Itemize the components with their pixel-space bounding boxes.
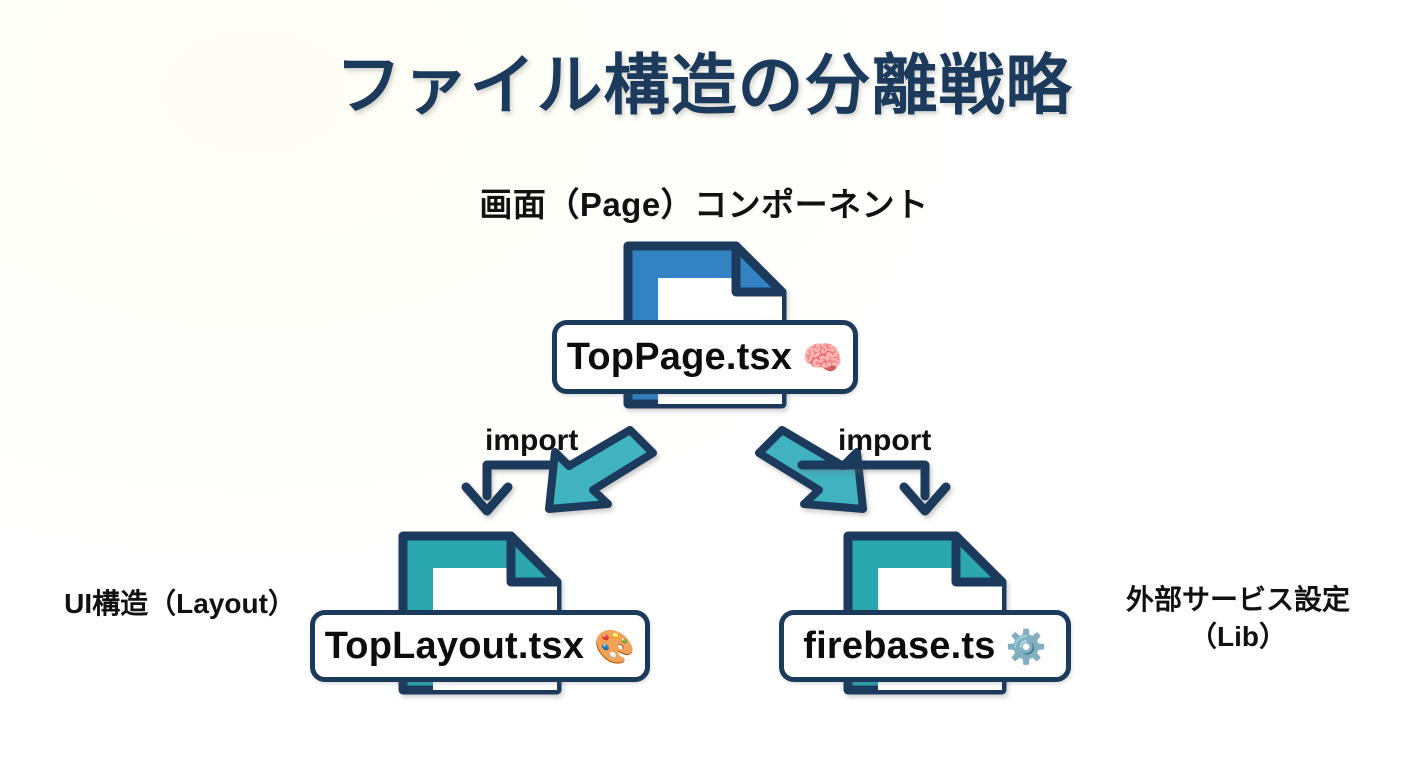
artist-palette-emoji: 🎨 [594,627,636,665]
node-label-plate-toplayout[interactable]: TopLayout.tsx 🎨 [310,610,650,682]
node-label-plate-toppage[interactable]: TopPage.tsx 🧠 [552,320,858,394]
edge-right-elbow-arrow [797,460,951,516]
edge-label-import-right: import [838,424,932,457]
caption-external-service-line1: 外部サービス設定 [1125,584,1350,615]
caption-ui-layout: UI構造（Layout） [64,588,296,619]
filename-toplayout: TopLayout.tsx [324,624,585,667]
gear-emoji: ⚙️ [1005,627,1047,665]
brain-emoji: 🧠 [802,338,844,376]
filename-firebase: firebase.ts [803,624,996,667]
node-label-plate-firebase[interactable]: firebase.ts ⚙️ [779,610,1071,682]
caption-external-service: 外部サービス設定 （Lib） [1088,582,1388,656]
filename-toppage: TopPage.tsx [566,335,793,378]
page-title: ファイル構造の分離戦略 [335,48,1073,122]
caption-page-component: 画面（Page）コンポーネント [479,186,929,223]
edge-left-elbow-arrow [461,460,615,516]
caption-external-service-line2: （Lib） [1189,620,1287,652]
edge-label-import-left: import [485,424,579,457]
